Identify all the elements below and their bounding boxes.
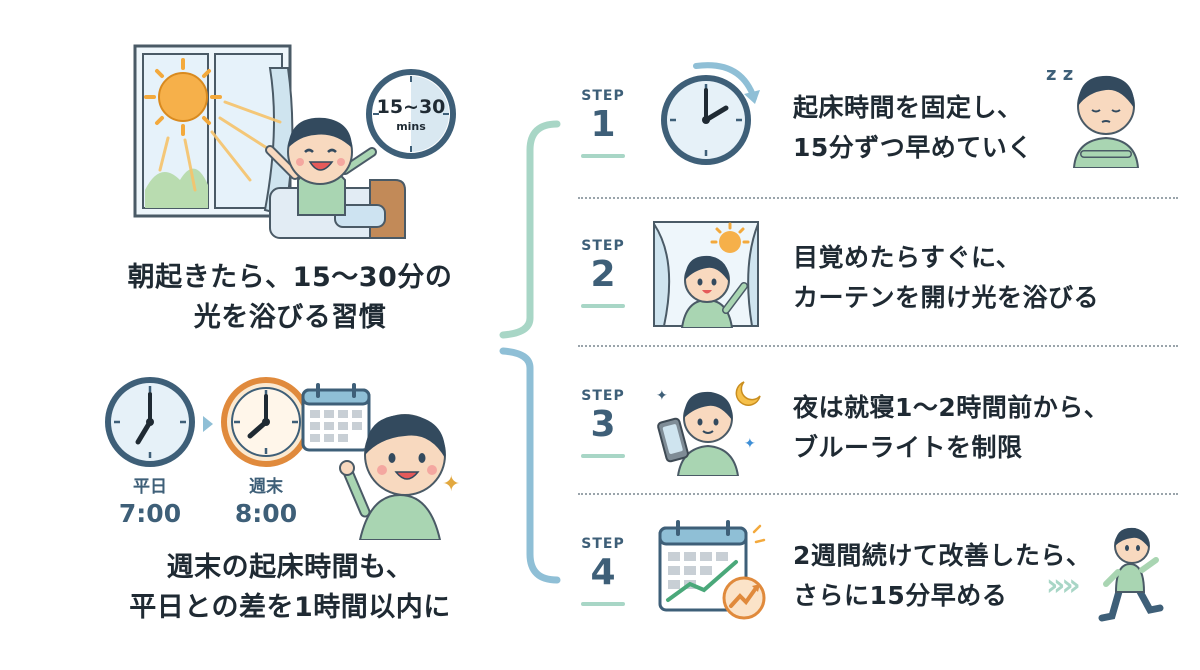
smartphone-icon: ✦ ✦ [648,368,768,477]
forward-arrows-icon: »» [1046,568,1081,603]
step-text-line-2: 15分ずつ早めていく [793,133,1033,162]
step-text: 2週間続けて改善したら、 さらに15分早める [793,536,1091,616]
step-text-line-2: カーテンを開け光を浴びる [793,283,1100,312]
step-underline [581,602,625,606]
curtain-window-icon [652,220,762,329]
zz-text: z z [1046,64,1074,85]
weekday-clock-icon [104,376,196,468]
weekend-wake-caption-line-2: 平日との差を1時間以内に [129,592,451,623]
running-child-icon [1098,524,1168,624]
morning-light-illustration [120,40,480,255]
weekday-label: 平日 [133,477,167,497]
step-number: 3 [590,404,616,445]
clock-icon [656,60,766,170]
sparkle-icon: ✦ [442,472,461,497]
step-number: 2 [590,254,616,295]
step-text: 夜は就寝1〜2時間前から、 ブルーライトを制限 [793,388,1109,468]
transition-arrow-icon [203,416,213,432]
step-4: STEP 4 2週間続けて改善したら、 さらに15分早める »» [568,504,1188,634]
step-2: STEP 2 目覚めたらすぐに、 [568,208,1188,338]
step-divider [578,197,1178,199]
step-divider [578,345,1178,347]
weekend-wake-caption: 週末の起床時間も、 平日との差を1時間以内に [70,548,510,628]
step-underline [581,154,625,158]
timer-unit-text: mins [396,120,426,133]
weekday-time: 7:00 [118,499,182,528]
step-text-line-2: ブルーライトを制限 [793,433,1023,462]
svg-text:✦: ✦ [744,436,756,452]
weekend-clock-icon [220,376,312,468]
step-text-line-2: さらに15分早める [793,581,1008,610]
stretching-child-icon [265,117,377,216]
step-label: STEP [581,388,625,404]
step-text-line-1: 目覚めたらすぐに、 [793,243,1022,272]
step-1: STEP 1 起床時間を固定し、 15分ずつ早めていく z z [568,60,1188,190]
timer-range-text: 15~30 [376,96,446,118]
pointing-child-icon [330,400,470,541]
weekend-wake-caption-line-1: 週末の起床時間も、 [166,552,414,583]
step-text: 起床時間を固定し、 15分ずつ早めていく [793,88,1033,168]
weekend-label: 週末 [249,477,283,497]
weekday-time-label: 平日 7:00 [100,476,200,530]
step-number: 4 [590,552,616,593]
sleepy-child-icon [1066,68,1146,169]
step-text-line-1: 起床時間を固定し、 [793,93,1023,122]
step-underline [581,304,625,308]
step-text-line-1: 夜は就寝1〜2時間前から、 [793,393,1110,422]
bracket-connector [495,118,565,588]
step-label: STEP [581,238,625,254]
morning-light-caption: 朝起きたら、15〜30分の 光を浴びる習慣 [70,258,510,338]
calendar-icon [300,382,372,454]
morning-light-caption-line-2: 光を浴びる習慣 [193,302,387,333]
step-underline [581,454,625,458]
weekend-time-label: 週末 8:00 [216,476,316,530]
step-label: STEP [581,88,625,104]
step-3: STEP 3 ✦ ✦ 夜は就寝1〜2時間前から、 ブルーライトを制限 [568,356,1188,486]
calendar-chart-icon [656,518,766,624]
step-number: 1 [590,104,616,145]
sun-icon [144,58,222,136]
step-divider [578,493,1178,495]
weekend-time: 8:00 [234,499,298,528]
sun-icon [710,222,750,253]
step-label: STEP [581,536,625,552]
morning-light-caption-line-1: 朝起きたら、15〜30分の [127,262,453,293]
step-text: 目覚めたらすぐに、 カーテンを開け光を浴びる [793,238,1099,318]
timer-icon: 15~30 mins [365,68,457,160]
step-text-line-1: 2週間続けて改善したら、 [793,541,1092,570]
svg-text:✦: ✦ [656,388,668,404]
